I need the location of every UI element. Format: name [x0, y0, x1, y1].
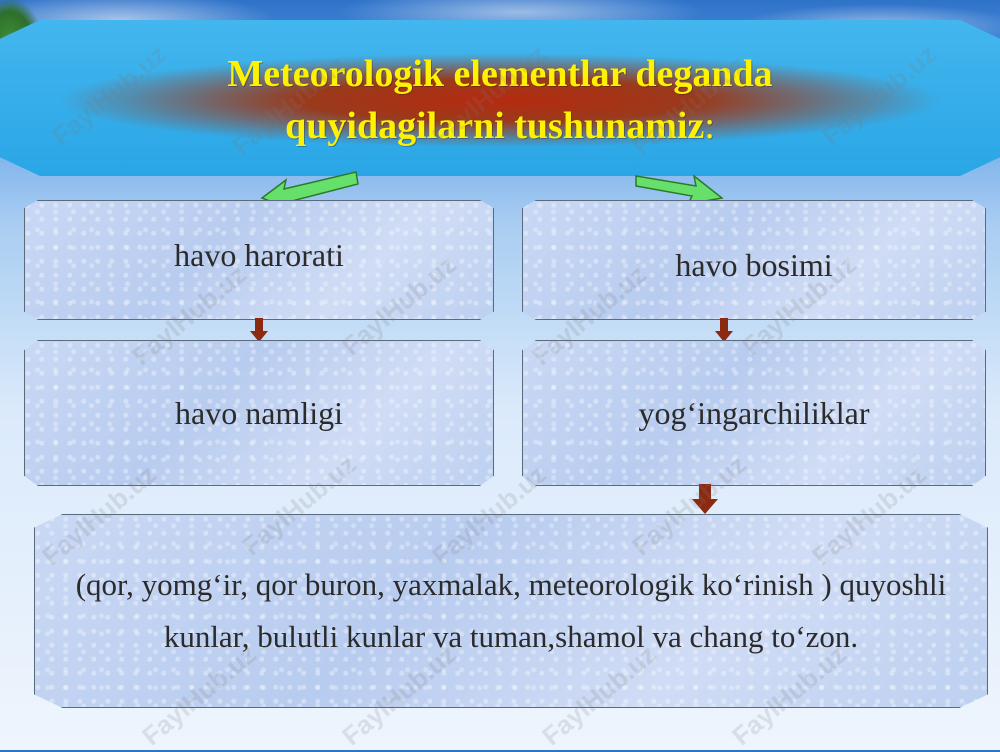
box-yogingarchiliklar: yog‘ingarchiliklar — [522, 340, 986, 486]
box-havo-namligi: havo namligi — [24, 340, 494, 486]
title-line-2-text: quyidagilarni tushunamiz — [285, 105, 705, 147]
box-havo-bosimi: havo bosimi — [522, 200, 986, 320]
box-details: (qor, yomg‘ir, qor buron, yaxmalak, mete… — [34, 514, 988, 708]
brown-arrow-left — [250, 318, 268, 342]
title-banner-glow — [40, 42, 960, 154]
title-colon: : — [704, 105, 715, 147]
box-havo-namligi-label: havo namligi — [175, 394, 343, 431]
box-details-text: (qor, yomg‘ir, qor buron, yaxmalak, mete… — [75, 567, 947, 654]
box-havo-harorati: havo harorati — [24, 200, 494, 320]
title-line-1: Meteorologik elementlar deganda — [227, 53, 773, 95]
title-line-2: quyidagilarni tushunamiz: — [0, 100, 1000, 152]
box-havo-bosimi-label: havo bosimi — [675, 246, 833, 283]
title-banner — [0, 20, 1000, 176]
brown-arrow-bottom — [692, 484, 718, 514]
page-title: Meteorologik elementlar deganda quyidagi… — [0, 48, 1000, 152]
box-yogingarchiliklar-label: yog‘ingarchiliklar — [638, 394, 870, 431]
brown-arrow-right — [715, 318, 733, 342]
box-havo-harorati-label: havo harorati — [174, 236, 344, 273]
